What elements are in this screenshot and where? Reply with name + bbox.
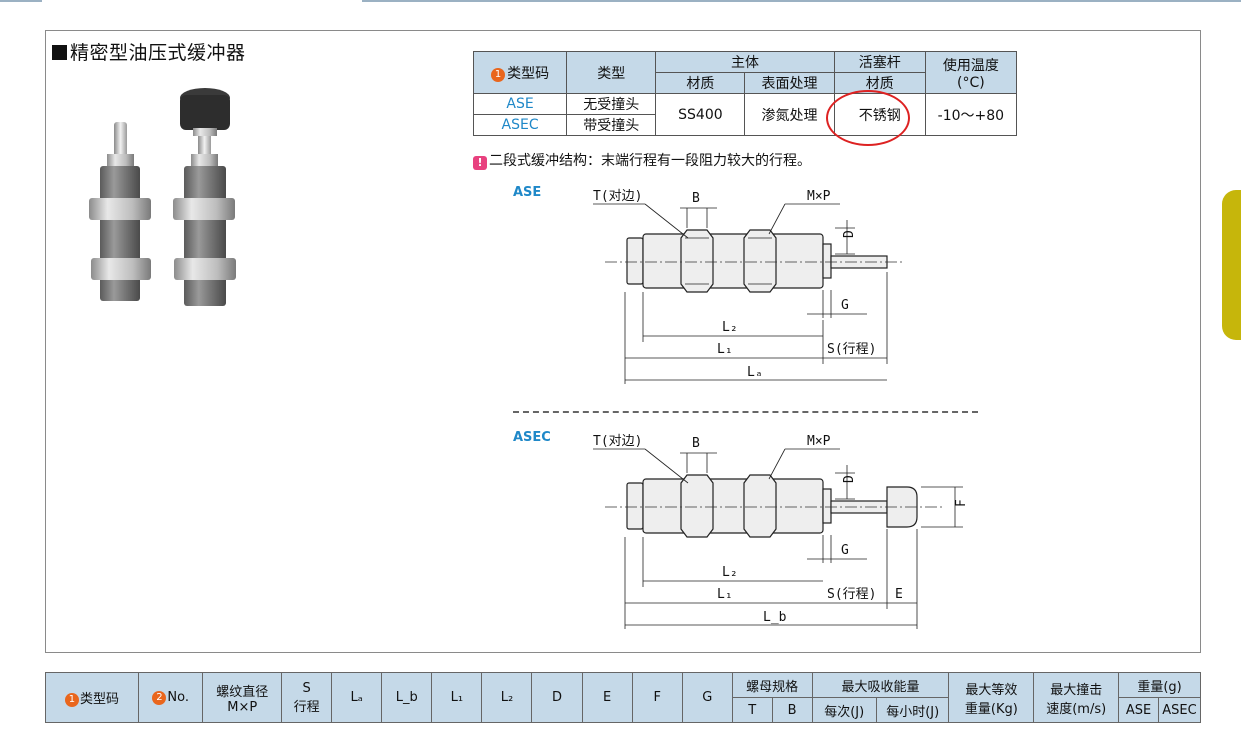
ase-l1-label: L₁ bbox=[717, 342, 733, 357]
spec-header-body: 主体 bbox=[655, 51, 835, 73]
dim-header-l1: L₁ bbox=[431, 672, 483, 723]
spec-header-rod: 活塞杆 bbox=[833, 51, 926, 73]
dim-header-e: E bbox=[581, 672, 633, 723]
square-bullet-icon bbox=[52, 45, 67, 60]
spec-type-ase: 无受撞头 bbox=[566, 93, 657, 115]
dim-header-equiv: 最大等效重量(Kg) bbox=[948, 672, 1035, 723]
spec-temp-range: -10～+80 bbox=[924, 93, 1018, 136]
section-divider bbox=[513, 411, 978, 413]
top-rule bbox=[0, 0, 1241, 4]
asec-e-label: E bbox=[895, 587, 903, 602]
diagram-label-ase: ASE bbox=[513, 185, 542, 200]
dim-header-lb: L_b bbox=[381, 672, 433, 723]
asec-t-label: T(对边) bbox=[593, 434, 642, 449]
side-tab[interactable] bbox=[1222, 190, 1241, 340]
asec-b-label: B bbox=[692, 436, 700, 451]
asec-f-label: F bbox=[954, 499, 969, 507]
spec-header-body-material: 材质 bbox=[655, 72, 746, 94]
badge-one-icon: 1 bbox=[491, 67, 506, 82]
dim-header-f: F bbox=[631, 672, 683, 723]
dim-header-d: D bbox=[531, 672, 583, 723]
diagram-asec: T(对边) B M×P D F G L₂ L₁ S(行程) E L_b bbox=[593, 434, 969, 629]
dim-header-energy: 最大吸收能量 bbox=[811, 672, 950, 698]
spec-body-surface: 渗氮处理 bbox=[744, 93, 835, 136]
dim-header-l2: L₂ bbox=[481, 672, 533, 723]
dim-header-energy-hour: 每小时(J) bbox=[875, 697, 950, 723]
product-panel bbox=[45, 30, 1201, 653]
dim-header-weight-asec: ASEC bbox=[1157, 697, 1202, 723]
ase-l2-label: L₂ bbox=[722, 320, 738, 335]
dim-header-nut-b: B bbox=[771, 697, 813, 723]
highlight-circle bbox=[826, 90, 910, 146]
asec-mp-label: M×P bbox=[807, 434, 831, 449]
note-line: !二段式缓冲结构：末端行程有一段阻力较大的行程。 bbox=[473, 150, 811, 170]
dim-header-nut: 螺母规格 bbox=[731, 672, 813, 698]
asec-s-label: S(行程) bbox=[827, 587, 876, 602]
spec-body-material: SS400 bbox=[655, 93, 746, 136]
dim-header-nut-t: T bbox=[731, 697, 773, 723]
spec-header-type: 类型 bbox=[566, 51, 657, 94]
asec-d-label: D bbox=[842, 475, 857, 483]
page-title: 精密型油压式缓冲器 bbox=[52, 38, 246, 65]
badge-two-icon: 2 bbox=[152, 691, 167, 705]
spec-code-ase[interactable]: ASE bbox=[472, 93, 568, 115]
ase-b-label: B bbox=[692, 191, 700, 206]
ase-s-label: S(行程) bbox=[827, 342, 876, 357]
spec-header-body-surface: 表面处理 bbox=[744, 72, 835, 94]
diagram-ase: T(对边) B M×P D G L₂ L₁ S(行程) Lₐ bbox=[593, 189, 903, 384]
ase-mp-label: M×P bbox=[807, 189, 831, 204]
product-photo bbox=[89, 88, 236, 306]
dim-header-energy-each: 每次(J) bbox=[811, 697, 877, 723]
dim-header-weight-ase: ASE bbox=[1118, 697, 1159, 723]
ase-g-label: G bbox=[841, 298, 849, 313]
dim-header-speed: 最大撞击速度(m/s) bbox=[1033, 672, 1120, 723]
dim-header-la: Lₐ bbox=[331, 672, 383, 723]
ase-la-label: Lₐ bbox=[747, 365, 763, 380]
asec-g-label: G bbox=[841, 543, 849, 558]
spec-header-temp: 使用温度(°C) bbox=[924, 51, 1018, 94]
spec-type-asec: 带受撞头 bbox=[566, 114, 657, 136]
asec-l1-label: L₁ bbox=[717, 587, 733, 602]
dim-header-weight: 重量(g) bbox=[1118, 672, 1201, 698]
badge-one-icon: 1 bbox=[64, 693, 79, 707]
ase-t-label: T(对边) bbox=[593, 189, 642, 204]
asec-l2-label: L₂ bbox=[722, 565, 738, 580]
diagram-label-asec: ASEC bbox=[513, 430, 551, 445]
dim-header-g: G bbox=[681, 672, 733, 723]
ase-d-label: D bbox=[842, 230, 857, 238]
asec-lb-label: L_b bbox=[763, 610, 787, 625]
spec-header-rod-material: 材质 bbox=[833, 72, 926, 94]
spec-code-asec[interactable]: ASEC bbox=[472, 114, 568, 136]
exclamation-icon: ! bbox=[473, 156, 487, 170]
